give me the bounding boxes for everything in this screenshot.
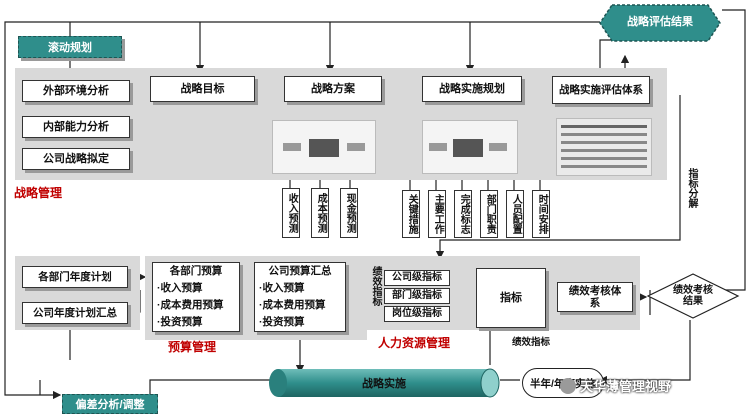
implementation-plan-thumbnail — [422, 120, 518, 174]
company-budget-list[interactable]: 公司预算汇总 ·收入预算 ·成本费用预算 ·投资预算 — [254, 262, 346, 332]
company-budget-title: 公司预算汇总 — [268, 265, 332, 277]
internal-capability-analysis-box[interactable]: 内部能力分析 — [22, 116, 130, 138]
perf-indicator-vertical-label: 绩效指标 — [370, 266, 381, 306]
strategy-plan-box[interactable]: 战略方案 — [284, 76, 382, 102]
evaluation-system-box[interactable]: 战略实施评估体系 — [552, 76, 650, 104]
indicator-decomposition-label: 指标分解 — [686, 168, 697, 208]
dept-budget-title: 各部门预算 — [169, 265, 223, 277]
external-env-analysis-box[interactable]: 外部环境分析 — [22, 80, 130, 102]
implementation-plan-box[interactable]: 战略实施规划 — [422, 76, 522, 102]
main-work-box: 主要工作 — [428, 190, 446, 238]
post-level-indicator-box[interactable]: 岗位级指标 — [384, 306, 450, 322]
dept-duty-box: 部门职责 — [480, 190, 498, 238]
deviation-analysis-box[interactable]: 偏差分析/调整 — [62, 394, 158, 414]
evaluation-table-thumbnail — [556, 118, 652, 176]
budget-management-label: 预算管理 — [168, 340, 217, 354]
strategy-goal-box[interactable]: 战略目标 — [150, 76, 255, 102]
completion-mark-box: 完成标志 — [454, 190, 472, 238]
strategy-management-label: 战略管理 — [14, 186, 63, 200]
wechat-logo-icon — [560, 377, 576, 394]
dept-budget-item: ·收入预算 — [157, 282, 203, 294]
dept-level-indicator-box[interactable]: 部门级指标 — [384, 288, 450, 304]
strategy-implementation-label: 战略实施 — [362, 378, 406, 390]
company-budget-item: ·成本费用预算 — [259, 299, 326, 311]
key-measures-box: 关键措施 — [402, 190, 420, 238]
company-strategy-box[interactable]: 公司战略拟定 — [22, 148, 130, 170]
evaluation-result-label: 战略评估结果 — [627, 16, 693, 29]
company-budget-item: ·收入预算 — [259, 282, 305, 294]
cash-forecast-box: 现金预测 — [340, 188, 358, 238]
dept-budget-item: ·成本费用预算 — [157, 299, 224, 311]
rolling-plan-box[interactable]: 滚动规划 — [18, 36, 122, 58]
evaluation-result-hexagon[interactable]: 战略评估结果 — [598, 3, 722, 43]
cost-forecast-box: 成本预测 — [311, 188, 329, 238]
dept-annual-plan-box[interactable]: 各部门年度计划 — [22, 266, 128, 288]
company-budget-item: ·投资预算 — [259, 316, 305, 328]
watermark: 天华薄管理视野 — [560, 376, 671, 395]
strategy-plan-thumbnail — [272, 120, 376, 174]
strategy-implementation-cylinder[interactable]: 战略实施 — [268, 368, 500, 398]
schedule-box: 时间安排 — [532, 190, 550, 238]
company-level-indicator-box[interactable]: 公司级指标 — [384, 270, 450, 286]
perf-result-label: 绩效考核结果 — [673, 284, 713, 308]
revenue-forecast-box: 收入预测 — [282, 188, 300, 238]
dept-budget-list[interactable]: 各部门预算 ·收入预算 ·成本费用预算 ·投资预算 — [152, 262, 240, 332]
dept-budget-item: ·投资预算 — [157, 316, 203, 328]
perf-assessment-system-box[interactable]: 绩效考核体系 — [557, 282, 633, 312]
perf-indicator-label: 绩效指标 — [512, 337, 551, 348]
perf-result-diamond[interactable]: 绩效考核结果 — [646, 272, 740, 320]
watermark-text: 天华薄管理视野 — [580, 379, 672, 394]
hr-management-label: 人力资源管理 — [378, 336, 451, 350]
indicator-box[interactable]: 指标 — [476, 268, 546, 328]
staffing-box: 人员配置 — [506, 190, 524, 238]
company-annual-summary-box[interactable]: 公司年度计划汇总 — [22, 302, 128, 324]
